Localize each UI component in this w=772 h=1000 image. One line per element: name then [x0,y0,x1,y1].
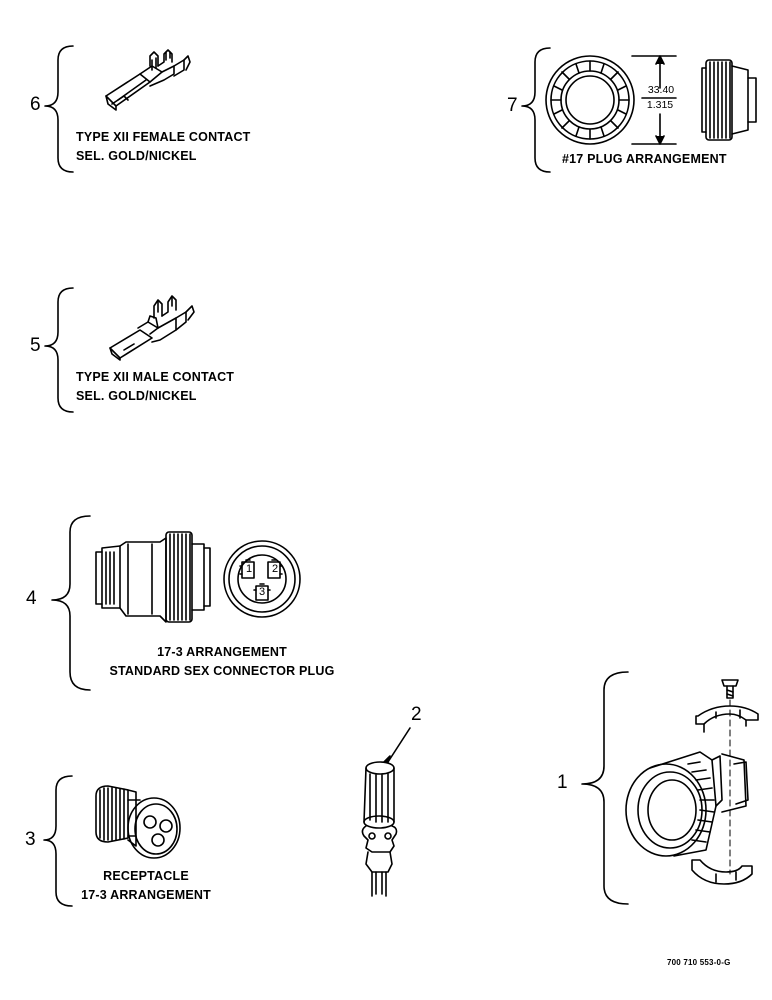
caption-line: #17 PLUG ARRANGEMENT [562,152,727,166]
caption-item-7: #17 PLUG ARRANGEMENT [562,150,727,169]
item-number-4: 4 [26,588,37,609]
contact-tool-icon [361,727,411,897]
pin-label-3: 3 [258,586,266,598]
caption-item-4: 17-3 ARRANGEMENT STANDARD SEX CONNECTOR … [94,643,350,681]
brace-7 [521,47,551,173]
brace-4 [51,515,91,691]
plug-arrangement-icon [545,55,757,145]
caption-line: SEL. GOLD/NICKEL [76,389,197,403]
connector-plug-icon [95,531,301,623]
item-number-3: 3 [25,829,36,850]
female-contact-icon [105,49,191,111]
receptacle-icon [95,785,181,859]
caption-line: STANDARD SEX CONNECTOR PLUG [109,664,335,678]
brace-3 [43,775,73,907]
caption-line: 17-3 ARRANGEMENT [81,888,211,902]
caption-line: TYPE XII MALE CONTACT [76,370,235,384]
item-number-5: 5 [30,335,41,356]
caption-item-5: TYPE XII MALE CONTACT SEL. GOLD/NICKEL [76,368,234,406]
item-number-7: 7 [507,95,518,116]
dimension-in: 1.315 [646,99,674,111]
leader-arrow-2 [387,727,411,763]
brace-5 [44,287,74,413]
caption-line: TYPE XII FEMALE CONTACT [76,130,251,144]
brace-1 [581,671,629,905]
caption-line: RECEPTACLE [103,869,189,883]
item-number-6: 6 [30,94,41,115]
dimension-mm: 33.40 [647,84,675,96]
item-number-2: 2 [411,704,422,725]
brace-6 [44,45,74,173]
clamp-assembly-icon [625,679,759,885]
item-number-1: 1 [557,772,568,793]
male-contact-icon [109,295,195,361]
pin-label-1: 1 [245,563,253,575]
pin-label-2: 2 [271,563,279,575]
caption-line: 17-3 ARRANGEMENT [157,645,287,659]
caption-line: SEL. GOLD/NICKEL [76,149,197,163]
caption-item-6: TYPE XII FEMALE CONTACT SEL. GOLD/NICKEL [76,128,251,166]
caption-item-3: RECEPTACLE 17-3 ARRANGEMENT [66,867,226,905]
drawing-number: 700 710 553-0-G [667,958,731,967]
